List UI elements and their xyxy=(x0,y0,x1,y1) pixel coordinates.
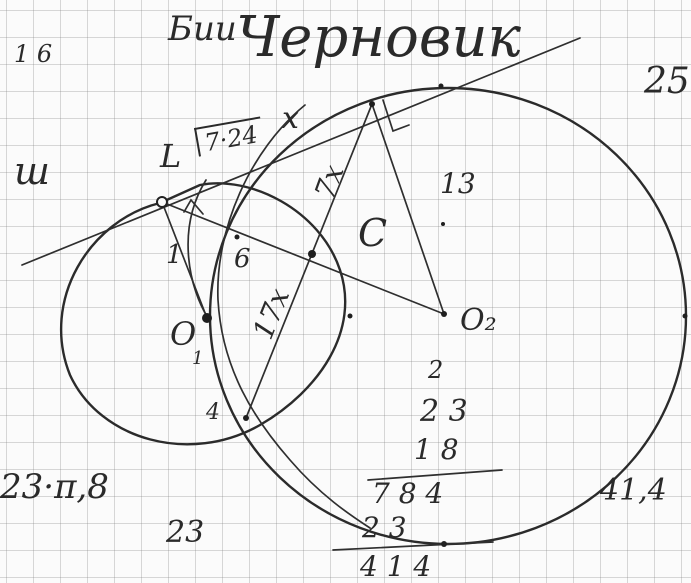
corner-number: 25 xyxy=(644,61,690,102)
calc-row-1: 2 3 xyxy=(420,394,468,429)
right-angle-mark xyxy=(382,99,410,133)
point-6 xyxy=(234,234,240,240)
point-top xyxy=(438,83,444,89)
point-bottom xyxy=(441,541,447,547)
note-right: 41,4 xyxy=(600,473,667,508)
point-lower xyxy=(243,415,249,421)
point-mid xyxy=(347,313,353,319)
calc-row-2: 1 8 xyxy=(414,433,459,466)
point-tangent xyxy=(369,101,375,107)
arc-through-circle xyxy=(217,104,371,529)
label-l: L xyxy=(160,137,182,175)
point-center-13 xyxy=(441,222,445,226)
point-l xyxy=(156,196,168,208)
right-angle-mark-l xyxy=(183,198,204,215)
point-o2 xyxy=(441,311,447,317)
label-4: 4 xyxy=(206,400,220,425)
point-o1 xyxy=(202,313,212,323)
corner-note: 1 6 xyxy=(14,40,53,68)
tangent-line xyxy=(21,37,581,266)
label-2: 2 xyxy=(428,356,444,384)
label-x-top: x xyxy=(282,101,299,136)
radius-tangent-o2 xyxy=(371,103,445,315)
calc-row-3: 2 3 xyxy=(362,511,407,544)
secant-line xyxy=(245,103,373,419)
calc-result-2: 4 1 4 xyxy=(360,550,432,583)
calc-underline-2 xyxy=(332,541,494,551)
label-w: ш xyxy=(14,149,50,193)
radius-l-o1 xyxy=(161,201,208,319)
heading-prefix: Бии xyxy=(168,9,237,49)
small-circle-o1 xyxy=(59,182,347,446)
label-o1: O xyxy=(170,315,197,353)
page-heading: Черновик xyxy=(236,5,521,70)
note-bottom-left: 23 xyxy=(166,515,205,550)
note-left: 23·π,8 xyxy=(0,467,109,507)
calc-underline-1 xyxy=(367,469,503,481)
label-c: C xyxy=(358,211,388,255)
label-o2: O₂ xyxy=(460,303,497,338)
point-right xyxy=(682,313,688,319)
label-o1-subscript: 1 xyxy=(192,348,204,369)
label-13: 13 xyxy=(440,167,476,200)
line-l-o2 xyxy=(161,201,445,315)
label-6: 6 xyxy=(234,244,251,274)
point-intersection xyxy=(308,250,316,258)
label-1: 1 xyxy=(166,240,183,270)
calc-result: 7 8 4 xyxy=(372,477,444,510)
